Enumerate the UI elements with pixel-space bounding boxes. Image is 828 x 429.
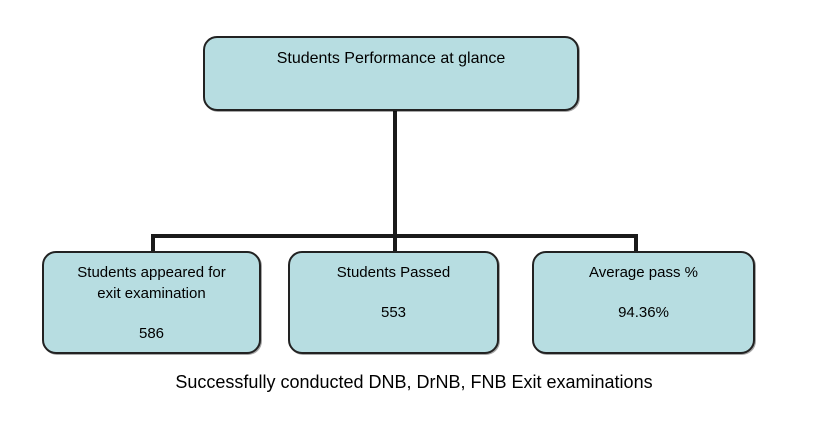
node-students-appeared-value: 586 — [138, 325, 165, 342]
node-students-appeared-label: Students appeared for exit examination — [77, 264, 226, 302]
connector-stub-center — [393, 236, 397, 254]
node-students-passed-label: Students Passed — [336, 264, 451, 281]
node-average-pass-percent: Average pass % 94.36% — [532, 251, 755, 354]
node-students-passed: Students Passed 553 — [288, 251, 499, 354]
node-root: Students Performance at glance — [203, 36, 579, 111]
connector-trunk-vertical — [393, 110, 397, 238]
connector-stub-left — [151, 236, 155, 254]
node-average-pass-percent-value: 94.36% — [618, 304, 669, 321]
diagram-caption: Successfully conducted DNB, DrNB, FNB Ex… — [175, 372, 653, 392]
node-students-appeared: Students appeared for exit examination 5… — [42, 251, 261, 354]
node-average-pass-percent-label: Average pass % — [589, 264, 698, 281]
node-root-label: Students Performance at glance — [276, 50, 506, 67]
connector-stub-right — [634, 236, 638, 254]
node-students-passed-value: 553 — [380, 304, 407, 321]
